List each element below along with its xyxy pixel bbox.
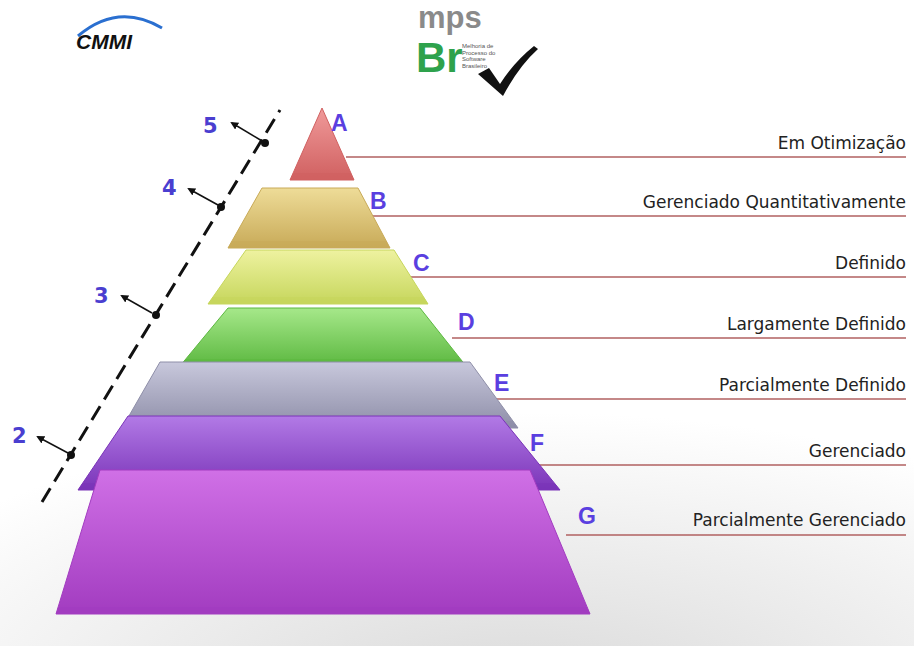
- level-letter: D: [458, 311, 475, 334]
- logo-subtitle: Melhoria de Processo do Software Brasile…: [462, 43, 496, 69]
- logo-text: CMMI: [76, 30, 132, 54]
- callout-number: 2: [12, 424, 27, 448]
- callout-number: 5: [203, 114, 218, 138]
- level-letter: E: [494, 372, 509, 395]
- level-letter: G: [578, 505, 596, 528]
- level-letter: A: [331, 112, 348, 135]
- level-name: Parcialmente Gerenciado: [693, 511, 906, 531]
- callout-number: 4: [162, 176, 177, 200]
- pyramid-layer: G: [56, 470, 600, 614]
- level-letter: B: [370, 190, 387, 213]
- level-name: Largamente Definido: [727, 315, 906, 335]
- layer-shape: [228, 188, 391, 248]
- logo-text: Br: [416, 34, 463, 82]
- level-name: Definido: [835, 254, 906, 274]
- pyramid-layer: B: [228, 188, 391, 248]
- callout-number: 3: [94, 284, 109, 308]
- pyramid-layer: D: [180, 308, 479, 366]
- logo-text: mps: [418, 0, 482, 36]
- pyramid-layer: A: [290, 108, 354, 180]
- level-name: Gerenciado Quantitativamente: [643, 193, 906, 213]
- level-letter: F: [530, 432, 544, 455]
- layer-shape: [180, 308, 479, 366]
- level-letter: C: [413, 252, 430, 275]
- level-name: Em Otimização: [778, 134, 906, 154]
- level-name: Gerenciado: [809, 442, 906, 462]
- layer-shape: [208, 250, 434, 304]
- level-name: Parcialmente Definido: [719, 376, 906, 396]
- pyramid-layer: C: [208, 250, 434, 304]
- layer-shape: [56, 470, 600, 614]
